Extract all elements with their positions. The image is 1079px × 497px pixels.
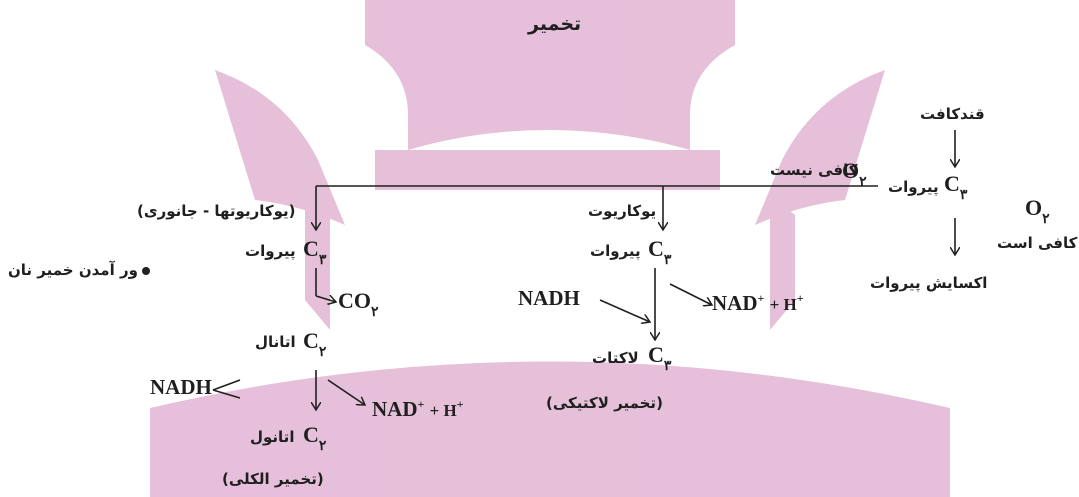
lactate-label: لاکتات (592, 349, 639, 367)
lactic-organism-label: یوکاریوت (588, 202, 657, 220)
carbon-symbol: C (303, 422, 319, 447)
alcoholic-organism-label: (یوکاریوتها - جانوری) (137, 202, 296, 220)
carbon-symbol: C (944, 171, 960, 196)
lactic-pyruvate-label: پیروات (590, 242, 641, 260)
carbon-count: ۳ (663, 359, 672, 375)
nad-charge: + (757, 291, 765, 305)
o2-not-enough-formula: O۲ (842, 158, 867, 191)
lactic-nad-arrow (669, 283, 712, 305)
co2-branch-arrow (315, 296, 336, 302)
pyruvate-main-formula: C۳ (944, 171, 968, 204)
ethanol-formula: C۲ (303, 422, 327, 455)
carbon-symbol: C (648, 342, 664, 367)
carbon-count: ۳ (318, 253, 327, 269)
glycolysis-label: قندکافت (920, 105, 985, 123)
lactate-formula: C۳ (648, 342, 672, 375)
bread-rising-text: ور آمدن خمیر نان (8, 261, 138, 279)
oxygen-count: ۲ (1042, 212, 1050, 228)
pyruvate-main-label: پیروات (888, 178, 939, 196)
co2-count: ۲ (371, 305, 379, 321)
lactic-nadh-arrow (599, 299, 650, 322)
pyruvate-oxidation-label: اکسایش پیروات (870, 274, 988, 292)
lactic-fermentation-name: (تخمیر لاکتیکی) (546, 394, 663, 412)
alcoholic-fermentation-name: (تخمیر الکلی) (222, 470, 324, 488)
carbon-count: ۲ (318, 439, 327, 455)
nad-label: NAD (372, 397, 418, 421)
alcoholic-pyruvate-formula: C۳ (303, 236, 327, 269)
oxygen-count: ۲ (859, 175, 867, 191)
nad-label: NAD (712, 291, 758, 315)
carbon-symbol: C (648, 236, 664, 261)
carbon-count: ۳ (959, 188, 968, 204)
oxygen-symbol: O (1025, 195, 1043, 220)
carbon-count: ۳ (663, 253, 672, 269)
carbon-count: ۲ (318, 345, 327, 361)
proton-charge: + (456, 397, 464, 411)
alcoholic-nad-arrow (327, 379, 365, 405)
proton-charge: + (796, 291, 804, 305)
ethanal-label: اتانال (255, 333, 296, 351)
bread-rising-note: ور آمدن خمیر نان (8, 263, 150, 278)
nad-charge: + (417, 397, 425, 411)
ethanol-label: اتانول (250, 428, 295, 446)
lactic-nadh: NADH (518, 286, 580, 310)
alcoholic-pyruvate-label: پیروات (245, 242, 296, 260)
alcoholic-nad-plus-h: NAD+ + H+ (372, 398, 464, 420)
co2-label: CO (338, 288, 371, 313)
alcoholic-nadh: NADH (150, 375, 212, 399)
alcoholic-nadh-arrow-top (212, 379, 241, 391)
proton-label: + H (429, 401, 457, 420)
o2-enough-label: کافی است (997, 234, 1078, 252)
ethanal-formula: C۲ (303, 328, 327, 361)
lactic-pyruvate-formula: C۳ (648, 236, 672, 269)
alcoholic-nadh-arrow-bottom (212, 389, 241, 399)
carbon-symbol: C (303, 328, 319, 353)
carbon-symbol: C (303, 236, 319, 261)
proton-label: + H (769, 295, 797, 314)
lactic-nad-plus-h: NAD+ + H+ (712, 292, 804, 314)
o2-enough-formula: O۲ (1025, 195, 1050, 228)
diagram-title: تخمیر (528, 13, 582, 35)
bullet-icon (141, 267, 150, 275)
co2-formula: CO۲ (338, 288, 379, 321)
oxygen-symbol: O (842, 158, 860, 183)
o2-not-enough-label: کافی نیست (770, 161, 858, 179)
